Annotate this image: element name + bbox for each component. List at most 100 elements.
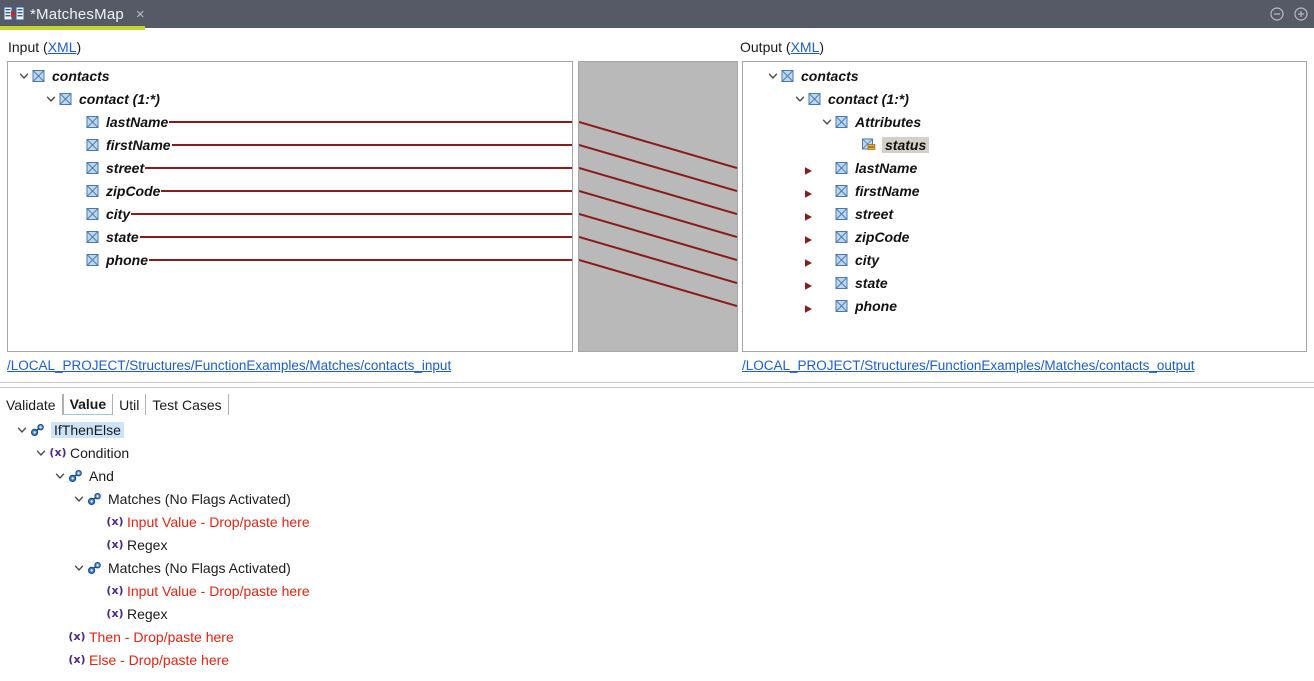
output-xml-link[interactable]: XML — [790, 39, 820, 55]
tree-row[interactable]: zipCode — [70, 180, 160, 202]
chevron-down-icon[interactable] — [765, 68, 781, 84]
mapping-link[interactable] — [579, 259, 737, 307]
chevron-down-icon[interactable] — [71, 560, 87, 576]
tree-row[interactable]: lastName — [805, 157, 917, 179]
chevron-down-icon[interactable] — [71, 491, 87, 507]
expression-tree-row[interactable]: Matches (No Flags Activated) — [71, 556, 291, 579]
expression-tree-row[interactable]: IfThenElse — [14, 418, 124, 441]
tree-row[interactable]: contacts — [765, 65, 859, 87]
tree-row[interactable]: phone — [70, 249, 148, 271]
twisty-placeholder — [819, 229, 835, 245]
tree-row[interactable]: street — [70, 157, 144, 179]
input-xml-link[interactable]: XML — [47, 39, 77, 55]
tree-row[interactable]: lastName — [70, 111, 168, 133]
chevron-down-icon[interactable] — [52, 468, 68, 484]
expression-node-label: Regex — [127, 605, 168, 622]
input-structure-path[interactable]: /LOCAL_PROJECT/Structures/FunctionExampl… — [7, 358, 452, 373]
close-icon[interactable]: × — [135, 5, 145, 23]
mapping-link[interactable] — [579, 190, 737, 238]
link-stub — [172, 144, 572, 146]
tree-row[interactable]: contact (1:*) — [43, 88, 160, 110]
mapping-icon — [3, 5, 25, 23]
chevron-down-icon[interactable] — [16, 68, 32, 84]
tree-row[interactable]: state — [805, 272, 888, 294]
chevron-down-icon[interactable] — [43, 91, 59, 107]
tab-value[interactable]: Value — [62, 394, 114, 416]
chevron-down-icon[interactable] — [33, 445, 49, 461]
expression-tree-row[interactable]: (x)Else - Drop/paste here — [52, 648, 229, 671]
tree-node-label: contact (1:*) — [79, 91, 160, 107]
variable-icon: (x) — [106, 606, 123, 622]
tree-row[interactable]: contacts — [16, 65, 110, 87]
tree-row[interactable]: phone — [805, 295, 897, 317]
mapping-link[interactable] — [579, 121, 737, 169]
link-arrow-icon — [805, 255, 813, 273]
tree-row[interactable]: firstName — [70, 134, 171, 156]
tab-test-cases[interactable]: Test Cases — [146, 394, 229, 416]
minimize-circle-icon[interactable] — [1270, 7, 1284, 21]
twisty-placeholder — [819, 275, 835, 291]
link-stub — [131, 213, 572, 215]
expression-tree-row[interactable]: (x)Regex — [90, 533, 167, 556]
tab-validate[interactable]: Validate — [0, 394, 63, 416]
horizontal-splitter[interactable] — [0, 382, 1314, 388]
element-icon — [86, 253, 100, 267]
chevron-down-icon[interactable] — [819, 114, 835, 130]
link-arrow-icon — [805, 163, 813, 181]
tab-util[interactable]: Util — [113, 394, 147, 416]
tree-row[interactable]: Attributes — [819, 111, 921, 133]
element-icon — [86, 138, 100, 152]
expression-tree-row[interactable]: (x)Then - Drop/paste here — [52, 625, 234, 648]
twisty-placeholder — [90, 537, 106, 553]
twisty-placeholder — [70, 137, 86, 153]
element-icon — [59, 92, 73, 106]
tree-node-label: contacts — [801, 68, 859, 84]
output-panel-header: Output (XML) — [740, 39, 824, 55]
twisty-placeholder — [70, 183, 86, 199]
output-structure-path[interactable]: /LOCAL_PROJECT/Structures/FunctionExampl… — [742, 358, 1195, 373]
twisty-placeholder — [70, 252, 86, 268]
tree-row[interactable]: zipCode — [805, 226, 909, 248]
svg-text:(x): (x) — [106, 584, 123, 597]
chevron-down-icon[interactable] — [14, 422, 30, 438]
tree-row[interactable]: firstName — [805, 180, 920, 202]
expression-tree-row[interactable]: (x)Condition — [33, 441, 129, 464]
expression-tree-row[interactable]: (x)Regex — [90, 602, 167, 625]
mapping-link[interactable] — [579, 144, 737, 192]
expression-tree-row[interactable]: Matches (No Flags Activated) — [71, 487, 291, 510]
variable-icon: (x) — [49, 445, 66, 461]
tree-row[interactable]: street — [805, 203, 893, 225]
expression-node-label: Then - Drop/paste here — [89, 628, 234, 645]
tree-row[interactable]: state — [70, 226, 139, 248]
tree-row[interactable]: status — [846, 134, 930, 156]
twisty-placeholder — [819, 160, 835, 176]
svg-text:(x): (x) — [106, 538, 123, 551]
tree-node-label: state — [855, 275, 888, 291]
expression-node-label: Input Value - Drop/paste here — [127, 582, 310, 599]
mapping-links — [579, 121, 737, 307]
expression-tree-row[interactable]: (x)Input Value - Drop/paste here — [90, 510, 309, 533]
tree-node-label: zipCode — [106, 183, 161, 199]
mapping-link[interactable] — [579, 236, 737, 284]
tree-row[interactable]: contact (1:*) — [792, 88, 909, 110]
link-arrow-icon — [805, 209, 813, 227]
maximize-circle-icon[interactable] — [1294, 7, 1308, 21]
tree-row[interactable]: city — [805, 249, 879, 271]
expression-tree-row[interactable]: And — [52, 464, 114, 487]
tab-title: *MatchesMap — [30, 5, 124, 23]
chevron-down-icon[interactable] — [792, 91, 808, 107]
tree-row[interactable]: city — [70, 203, 130, 225]
element-icon — [835, 276, 849, 290]
mapping-canvas[interactable] — [578, 61, 738, 352]
link-stub — [145, 167, 572, 169]
expression-tree-row[interactable]: (x) Input Value - Drop/paste here — [90, 579, 310, 602]
mapping-link[interactable] — [579, 167, 737, 215]
tab-matchesmap[interactable]: *MatchesMap × — [0, 0, 153, 28]
twisty-placeholder — [846, 137, 862, 153]
mapping-link[interactable] — [579, 213, 737, 261]
function-icon — [87, 491, 103, 507]
